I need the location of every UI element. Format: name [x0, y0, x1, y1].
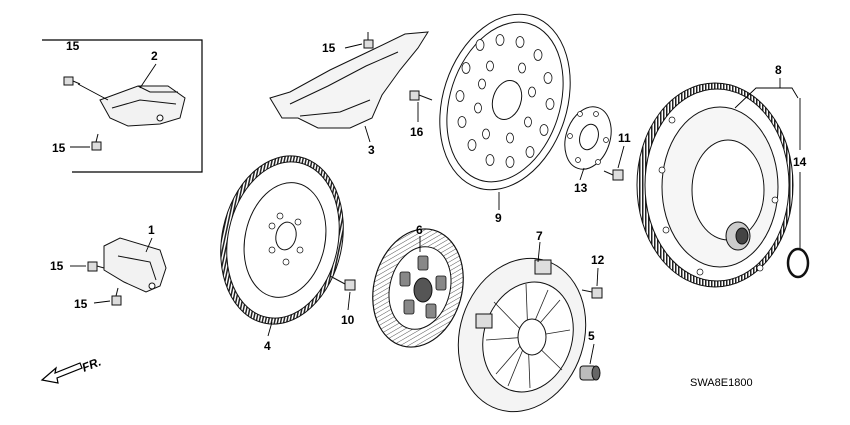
part-9-drive-plate [439, 13, 571, 191]
part-8-torque-converter [636, 82, 794, 288]
callout-label: 15 [66, 39, 80, 53]
diagram-code: SWA8E1800 [690, 377, 753, 389]
part-14-o-ring [786, 247, 810, 279]
part-3-shield [269, 31, 429, 129]
callout-label: 15 [52, 141, 66, 155]
part-7-pressure-plate [457, 257, 587, 413]
callout-label: 15 [322, 41, 336, 55]
bolt-16-icon [409, 90, 433, 101]
bolt-10-icon [329, 275, 356, 291]
callout-label: 12 [591, 253, 605, 267]
callout-label: 15 [74, 297, 88, 311]
bolt-15-icon [363, 32, 374, 49]
callout-label: 9 [495, 211, 502, 225]
callout-label: 13 [574, 181, 588, 195]
part-4-flywheel [220, 155, 344, 325]
part-5-bushing [579, 365, 601, 381]
part-13-plate [564, 106, 612, 170]
callout-label: 14 [793, 155, 807, 169]
bolt-12-icon [581, 287, 603, 299]
inset-box [42, 39, 203, 173]
callout-label: 6 [416, 223, 423, 237]
bolt-15-icon [111, 287, 122, 306]
callout-label: 8 [775, 63, 782, 77]
front-arrow-icon [40, 362, 83, 384]
callout-label: 16 [410, 125, 424, 139]
callout-label: 2 [151, 49, 158, 63]
front-direction-label: FR. [80, 355, 103, 375]
part-6-clutch-disc [372, 228, 464, 348]
callout-label: 1 [148, 223, 155, 237]
callout-label: 4 [264, 339, 271, 353]
callout-label: 5 [588, 329, 595, 343]
part-1-bracket [103, 237, 167, 293]
callout-label: 3 [368, 143, 375, 157]
part-2-bracket [99, 85, 186, 127]
bolt-15-icon [91, 133, 102, 151]
bolt-11-icon [603, 169, 624, 181]
callout-label: 7 [536, 229, 543, 243]
callout-label: 11 [618, 131, 631, 145]
bolt-15-icon [63, 76, 81, 86]
bolt-15-icon [87, 261, 105, 272]
callout-label: 10 [341, 313, 355, 327]
callout-label: 15 [50, 259, 64, 273]
